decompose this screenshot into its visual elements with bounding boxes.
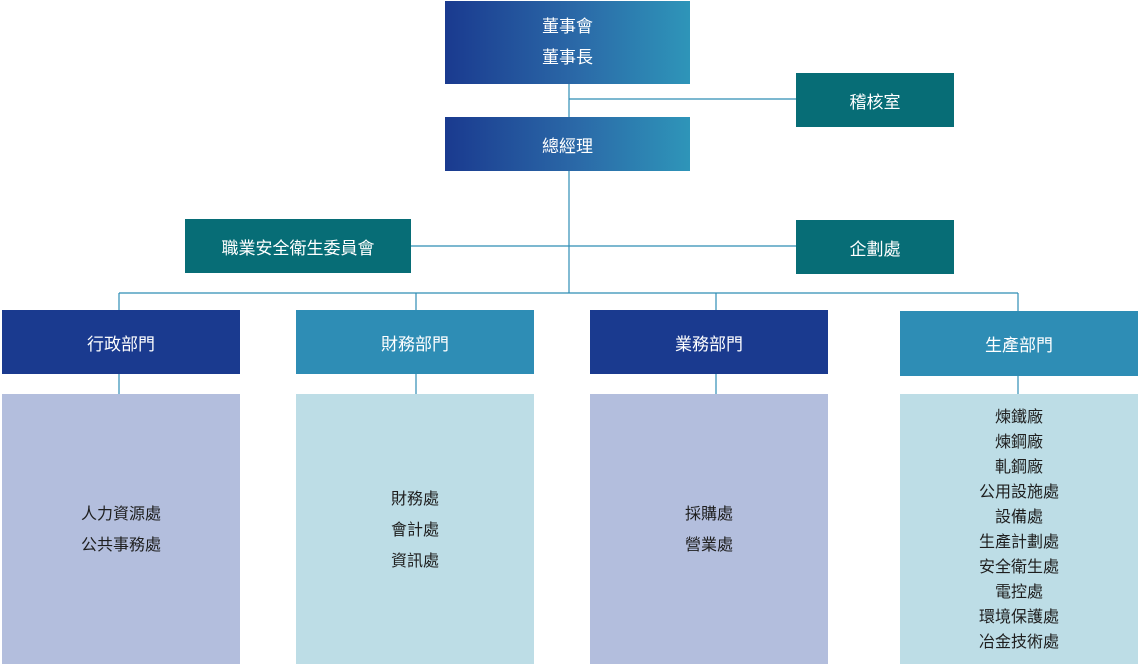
unit-item: 公共事務處 [80, 535, 161, 554]
chairman-label: 董事長 [542, 47, 593, 68]
unit-item: 生產計劃處 [978, 532, 1059, 551]
unit-item: 會計處 [390, 519, 439, 539]
planning-office-label: 企劃處 [849, 239, 901, 260]
dept-business-label: 業務部門 [675, 334, 743, 355]
unit-item: 環境保護處 [978, 607, 1059, 626]
dept-production-label: 生產部門 [985, 336, 1053, 356]
unit-item: 財務處 [390, 488, 439, 508]
general-manager-label: 總經理 [542, 136, 593, 157]
board-label: 董事會 [542, 16, 593, 37]
dept-production-box: 生產部門 [900, 311, 1138, 376]
dept-admin-box: 行政部門 [2, 310, 240, 374]
unit-item: 安全衛生處 [978, 557, 1059, 576]
unit-item: 設備處 [994, 507, 1043, 526]
unit-item: 煉鐵廠 [994, 407, 1043, 426]
unit-item: 公用設施處 [978, 482, 1059, 501]
safety-committee-box: 職業安全衛生委員會 [185, 219, 411, 273]
unit-item: 冶金技術處 [978, 632, 1059, 651]
general-manager-box: 總經理 [445, 117, 690, 171]
dept-admin-label: 行政部門 [87, 334, 155, 355]
unit-item: 煉鋼廠 [994, 432, 1043, 451]
unit-item: 資訊處 [390, 550, 439, 570]
production-units-box: 煉鐵廠 煉鋼廠 軋鋼廠 公用設施處 設備處 生產計劃處 安全衛生處 電控處 環境… [900, 394, 1138, 664]
dept-finance-box: 財務部門 [296, 310, 534, 374]
unit-item: 電控處 [994, 582, 1043, 601]
dept-finance-label: 財務部門 [381, 334, 449, 355]
unit-item: 營業處 [684, 535, 733, 554]
business-units-box: 採購處 營業處 [590, 394, 828, 664]
unit-item: 人力資源處 [80, 504, 161, 523]
finance-units-box: 財務處 會計處 資訊處 [296, 394, 534, 664]
audit-office-box: 稽核室 [796, 73, 954, 127]
board-box: 董事會 董事長 [445, 1, 690, 84]
safety-committee-label: 職業安全衛生委員會 [221, 238, 375, 259]
unit-item: 軋鋼廠 [994, 457, 1043, 476]
admin-units-box: 人力資源處 公共事務處 [2, 394, 240, 664]
dept-business-box: 業務部門 [590, 310, 828, 374]
unit-item: 採購處 [684, 504, 733, 523]
planning-office-box: 企劃處 [796, 220, 954, 274]
audit-office-label: 稽核室 [849, 92, 901, 113]
